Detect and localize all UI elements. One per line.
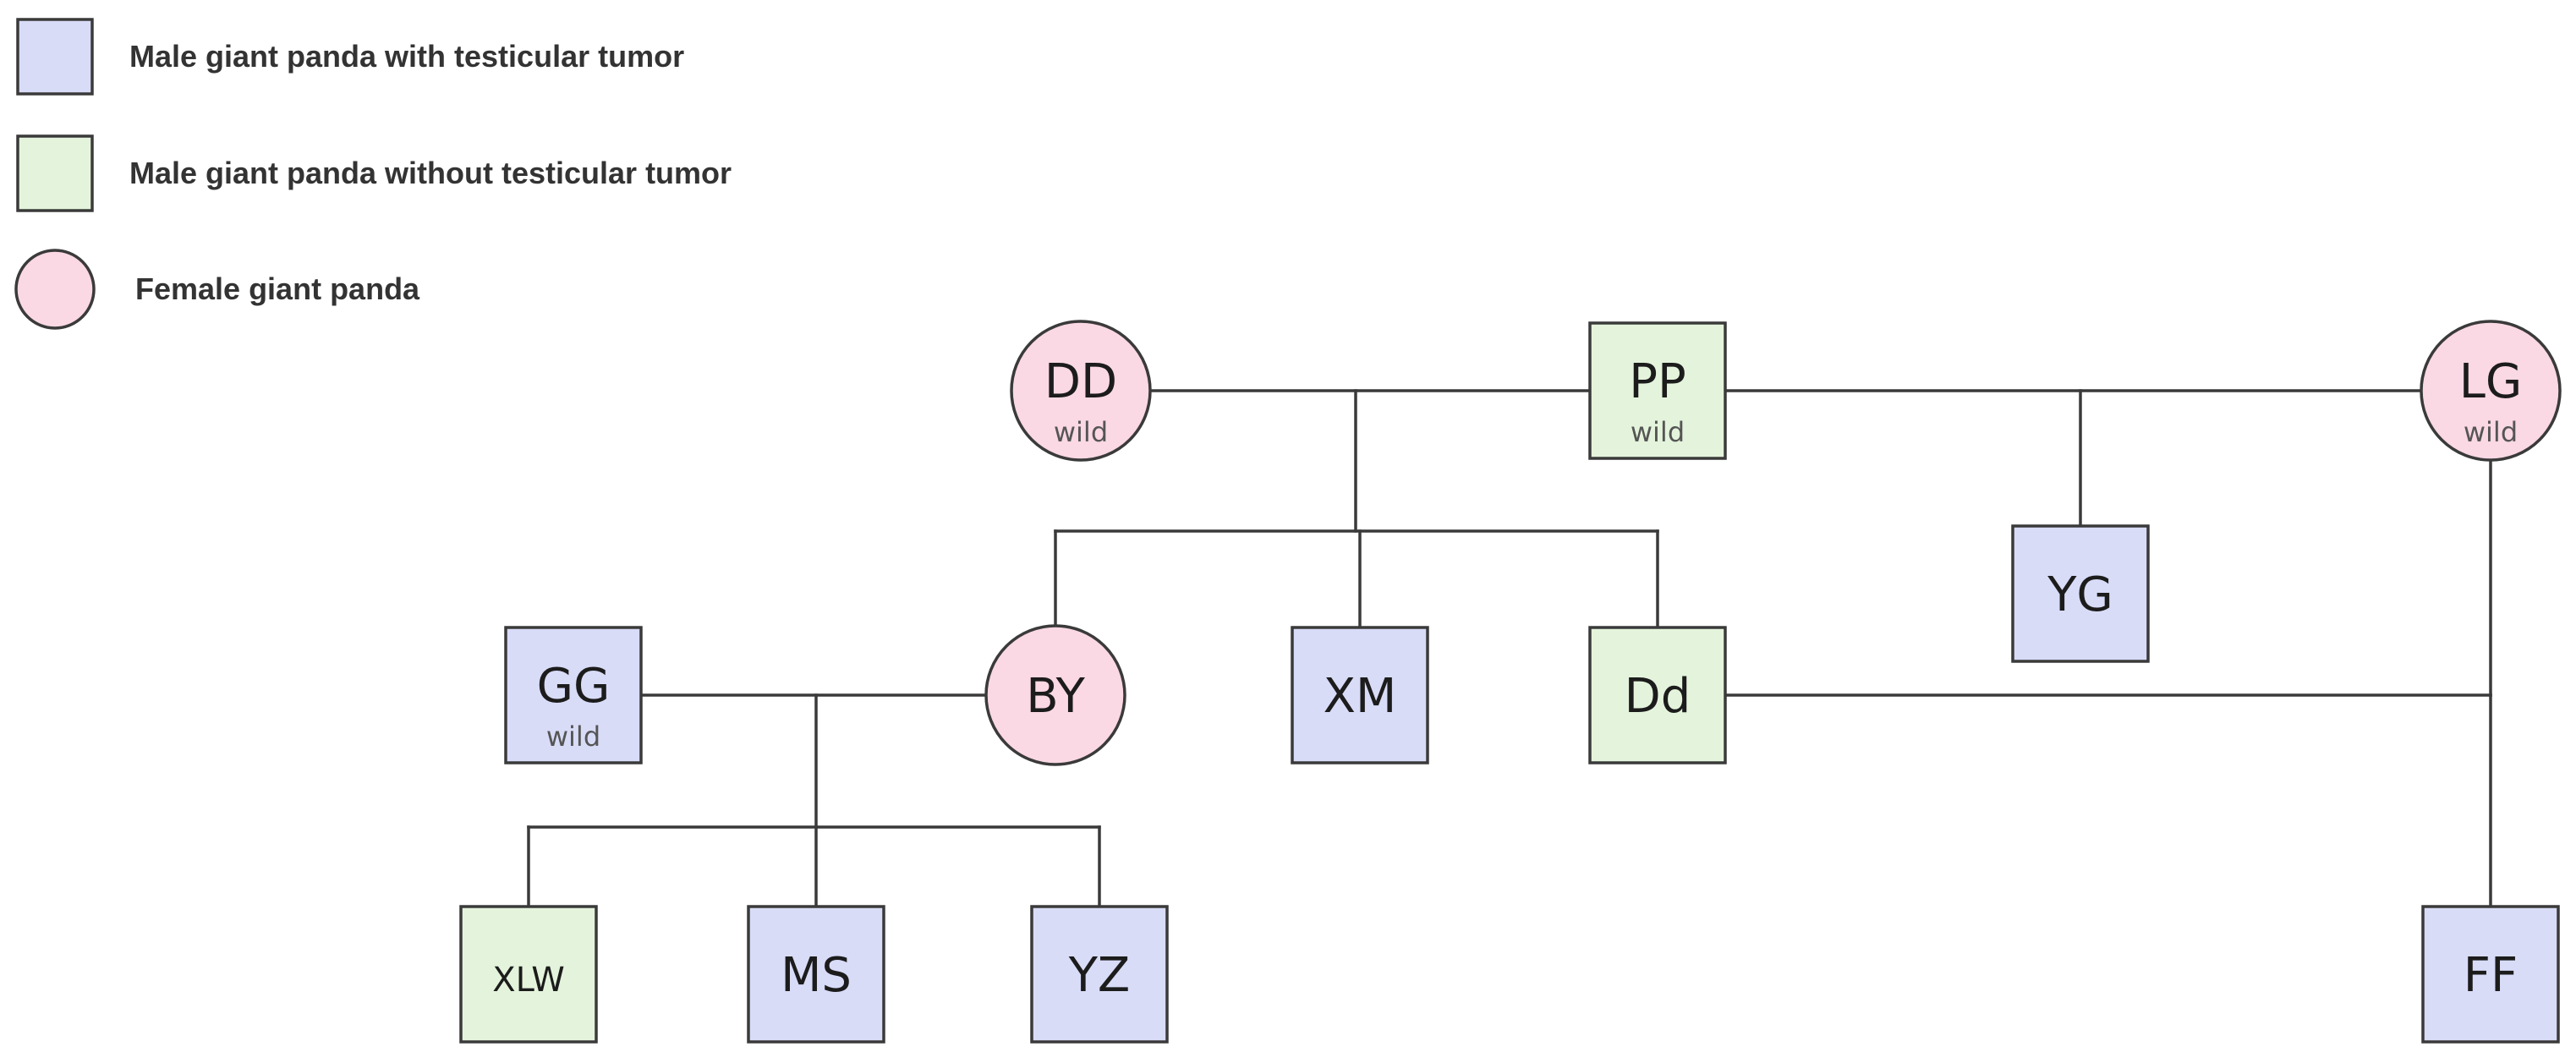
male-symbol xyxy=(747,905,885,1044)
male-symbol xyxy=(1291,626,1429,764)
individual-Dd: Dd xyxy=(1588,626,1727,764)
individual-BY: BY xyxy=(984,624,1126,766)
individual-label: GG xyxy=(537,659,611,714)
individual-MS: MS xyxy=(747,905,885,1044)
relationship-lines xyxy=(527,389,2492,908)
individual-label: LG xyxy=(2459,354,2523,409)
legend-swatch-square xyxy=(16,18,94,96)
legend-swatch-circle xyxy=(14,249,96,330)
legend-item-no_tumor_male: Male giant panda without testicular tumo… xyxy=(16,134,732,212)
individual-label: BY xyxy=(1026,669,1085,724)
male-symbol xyxy=(1030,905,1169,1044)
individual-label: MS xyxy=(781,948,852,1003)
individual-label: Dd xyxy=(1625,669,1691,724)
individual-GG: GG wild xyxy=(504,626,643,764)
legend-item-female: Female giant panda xyxy=(14,249,420,330)
female-symbol xyxy=(1010,320,1152,462)
female-symbol xyxy=(984,624,1126,766)
legend-label: Female giant panda xyxy=(135,271,420,306)
male-symbol xyxy=(2011,524,2150,663)
individual-XM: XM xyxy=(1291,626,1429,764)
individual-label: XM xyxy=(1324,669,1397,724)
individual-YZ: YZ xyxy=(1030,905,1169,1044)
male-symbol xyxy=(1588,321,1727,460)
individual-label: YG xyxy=(2047,567,2113,622)
individual-label: XLW xyxy=(492,961,565,1000)
individual-label: PP xyxy=(1629,354,1686,409)
legend: Male giant panda with testicular tumorMa… xyxy=(14,18,732,330)
female-symbol xyxy=(2420,320,2562,462)
legend-item-tumor_male: Male giant panda with testicular tumor xyxy=(16,18,684,96)
individual-note: wild xyxy=(1054,416,1108,448)
individual-label: DD xyxy=(1044,354,1117,409)
individual-note: wild xyxy=(2464,416,2518,448)
individual-DD: DD wild xyxy=(1010,320,1152,462)
male-symbol xyxy=(459,905,598,1044)
individual-label: YZ xyxy=(1068,948,1131,1003)
legend-swatch-square xyxy=(16,134,94,212)
individual-label: FF xyxy=(2464,948,2518,1003)
individual-note: wild xyxy=(1631,416,1685,448)
individual-YG: YG xyxy=(2011,524,2150,663)
male-symbol xyxy=(504,626,643,764)
individual-PP: PP wild xyxy=(1588,321,1727,460)
individual-FF: FF xyxy=(2421,905,2560,1044)
individual-LG: LG wild xyxy=(2420,320,2562,462)
male-symbol xyxy=(1588,626,1727,764)
individual-XLW: XLW xyxy=(459,905,598,1044)
individual-note: wild xyxy=(546,721,600,753)
male-symbol xyxy=(2421,905,2560,1044)
legend-label: Male giant panda with testicular tumor xyxy=(129,39,684,74)
legend-label: Male giant panda without testicular tumo… xyxy=(129,156,732,190)
